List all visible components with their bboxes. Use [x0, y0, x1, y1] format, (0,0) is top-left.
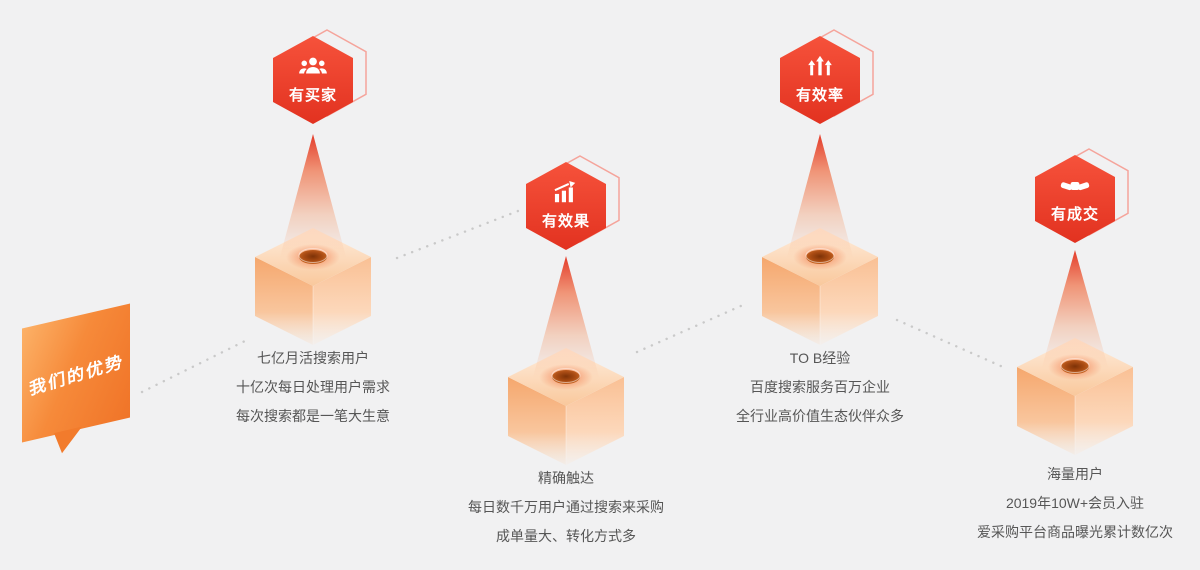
badge-has-results: 有效果: [516, 155, 620, 258]
connector-line: [635, 303, 745, 354]
caption-line: 精确触达: [538, 470, 594, 486]
handshake-icon: [1060, 182, 1090, 191]
caption-line: 每次搜索都是一笔大生意: [236, 408, 390, 424]
badge-hexagon: 有买家: [273, 36, 353, 124]
advantage-caption: 七亿月活搜索用户 十亿次每日处理用户需求 每次搜索都是一笔大生意: [153, 344, 473, 431]
badge-label: 有效率: [795, 87, 844, 104]
badge-has-buyers: 有买家: [263, 29, 367, 132]
caption-line: 爱采购平台商品曝光累计数亿次: [977, 524, 1173, 540]
connector-line: [140, 338, 249, 394]
caption-line: 每日数千万用户通过搜索来采购: [468, 499, 664, 515]
badge-hexagon: 有成交: [1035, 155, 1115, 243]
chart-growth-icon: [554, 181, 576, 203]
caption-line: 七亿月活搜索用户: [257, 350, 369, 366]
connector-line: [395, 209, 520, 260]
badge-has-deals: 有成交: [1025, 148, 1129, 251]
caption-line: 海量用户: [1047, 466, 1103, 482]
badge-label: 有买家: [288, 87, 337, 104]
caption-line: 2019年10W+会员入驻: [1005, 495, 1145, 511]
advantage-caption: TO B经验 百度搜索服务百万企业 全行业高价值生态伙伴众多: [660, 344, 980, 431]
caption-line: 全行业高价值生态伙伴众多: [736, 408, 904, 424]
badge-label: 有成交: [1050, 206, 1099, 223]
connector-line: [895, 318, 1005, 369]
advantage-caption: 精确触达 每日数千万用户通过搜索来采购 成单量大、转化方式多: [406, 464, 726, 551]
caption-line: 百度搜索服务百万企业: [750, 379, 890, 395]
badge-label: 有效果: [541, 213, 590, 230]
caption-line: 十亿次每日处理用户需求: [236, 379, 390, 395]
advantage-caption: 海量用户 2019年10W+会员入驻 爱采购平台商品曝光累计数亿次: [915, 460, 1200, 547]
badge-has-efficiency: 有效率: [770, 29, 874, 132]
advantages-flag-label: 我们的优势: [28, 351, 125, 399]
caption-line: TO B经验: [789, 350, 851, 366]
caption-line: 成单量大、转化方式多: [496, 528, 636, 544]
buyers-icon: [299, 57, 327, 74]
arrows-up-icon: [808, 55, 832, 76]
